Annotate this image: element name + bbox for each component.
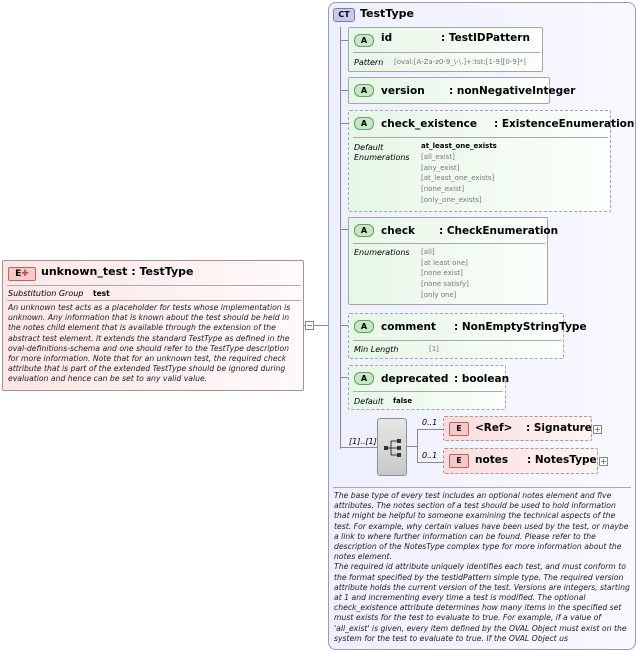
attribute-name: comment bbox=[381, 321, 436, 333]
child-badge: E bbox=[449, 422, 469, 436]
documentation-paragraph: The required id attribute uniquely ident… bbox=[334, 562, 630, 643]
branch-line bbox=[340, 40, 348, 41]
attribute-badge: A bbox=[354, 224, 374, 237]
attribute-badge: A bbox=[354, 84, 374, 97]
divider bbox=[353, 391, 503, 392]
complex-type-badge: CT bbox=[333, 8, 355, 22]
collapse-toggle[interactable]: − bbox=[305, 321, 314, 330]
branch-line bbox=[340, 229, 348, 230]
enumeration-item: [only one] bbox=[421, 290, 457, 299]
complex-type-testtype[interactable]: CT TestType A id : TestIDPattern Pattern… bbox=[328, 2, 636, 650]
connector-line bbox=[304, 325, 330, 326]
attribute-check-existence[interactable]: A check_existence : ExistenceEnumeration… bbox=[348, 110, 634, 212]
branch-line bbox=[340, 90, 348, 91]
attribute-type: : ExistenceEnumeration bbox=[494, 118, 635, 130]
connector-line bbox=[417, 429, 418, 463]
child-badge: E bbox=[449, 454, 469, 468]
tree-line bbox=[340, 27, 341, 449]
attribute-type: : nonNegativeInteger bbox=[449, 85, 576, 97]
enumeration-item: [only_one_exists] bbox=[421, 195, 482, 204]
default-label: Default bbox=[354, 397, 384, 406]
enumeration-item: [at least one] bbox=[421, 258, 468, 267]
element-documentation: An unknown test acts as a placeholder fo… bbox=[8, 303, 291, 384]
attribute-id[interactable]: A id : TestIDPattern Pattern [oval:[A-Za… bbox=[348, 27, 543, 72]
attribute-type: : boolean bbox=[454, 373, 510, 385]
element-badge: E✚ bbox=[8, 267, 36, 281]
child-name: <Ref> bbox=[475, 422, 513, 434]
attribute-type: : NonEmptyStringType bbox=[454, 321, 587, 333]
divider bbox=[353, 137, 608, 138]
child-type: : NotesType bbox=[527, 454, 597, 466]
complex-type-title: TestType bbox=[360, 7, 415, 20]
enumeration-item: [none_exist] bbox=[421, 185, 465, 194]
attribute-badge: A bbox=[354, 372, 374, 385]
attribute-comment[interactable]: A comment : NonEmptyStringType Min Lengt… bbox=[348, 313, 587, 359]
complex-type-documentation: The base type of every test includes an … bbox=[334, 491, 632, 647]
attribute-name: id bbox=[381, 32, 393, 44]
attribute-type: : TestIDPattern bbox=[441, 32, 530, 44]
child-type: : Signature bbox=[526, 422, 592, 434]
attribute-check[interactable]: A check : CheckEnumeration Enumerations … bbox=[348, 217, 558, 305]
child-element-signature[interactable]: E <Ref> : Signature bbox=[443, 416, 592, 441]
divider bbox=[353, 52, 540, 53]
sequence-icon bbox=[384, 439, 401, 457]
child-name: notes bbox=[475, 454, 509, 466]
attribute-name: check bbox=[381, 225, 416, 237]
sequence-compositor[interactable] bbox=[377, 418, 407, 476]
expand-toggle[interactable]: + bbox=[599, 457, 608, 466]
default-value: false bbox=[393, 397, 413, 405]
attribute-deprecated[interactable]: A deprecated : boolean Default false bbox=[348, 365, 510, 410]
divider bbox=[353, 243, 545, 244]
default-value: at_least_one_exists bbox=[421, 142, 497, 150]
documentation-paragraph: The base type of every test includes an … bbox=[334, 491, 629, 562]
sequence-cardinality: [1]..[1] bbox=[349, 437, 377, 446]
child-cardinality: 0..1 bbox=[422, 418, 438, 427]
attribute-version[interactable]: A version : nonNegativeInteger bbox=[348, 77, 575, 104]
connector-line bbox=[417, 429, 443, 430]
enumerations-list: [all] [at least one] [none exist] [none … bbox=[421, 247, 469, 301]
element-title: unknown_test : TestType bbox=[41, 265, 194, 278]
branch-line bbox=[340, 123, 348, 124]
attribute-badge: A bbox=[354, 34, 374, 47]
attribute-badge: A bbox=[354, 320, 374, 333]
enumeration-item: [all] bbox=[421, 248, 435, 256]
enumeration-item: [none exist] bbox=[421, 269, 463, 278]
branch-line bbox=[340, 325, 348, 326]
enumeration-item: [all_exist] bbox=[421, 153, 455, 161]
min-length-label: Min Length bbox=[354, 345, 399, 354]
substitution-group-label: Substitution Group bbox=[8, 289, 84, 298]
child-cardinality: 0..1 bbox=[422, 451, 438, 460]
divider bbox=[7, 285, 301, 286]
enumerations-label: Enumerations bbox=[354, 248, 410, 257]
substitution-group-value: test bbox=[93, 289, 110, 298]
expand-toggle[interactable]: + bbox=[593, 425, 602, 434]
attribute-badge: A bbox=[354, 117, 374, 130]
child-element-notes[interactable]: E notes : NotesType bbox=[443, 448, 598, 474]
branch-line bbox=[340, 447, 378, 448]
enumeration-item: [none satisfy] bbox=[421, 280, 469, 289]
enumerations-list: [all_exist] [any_exist] [at_least_one_ex… bbox=[421, 152, 494, 206]
attribute-name: deprecated bbox=[381, 373, 449, 385]
element-unknown-test[interactable]: E✚ unknown_test : TestType Substitution … bbox=[2, 260, 304, 391]
attribute-name: check_existence bbox=[381, 118, 477, 130]
attribute-type: : CheckEnumeration bbox=[439, 225, 559, 237]
divider bbox=[7, 300, 301, 301]
connector-line bbox=[407, 446, 417, 447]
connector-line bbox=[417, 462, 443, 463]
default-label: Default bbox=[354, 143, 384, 152]
enumeration-item: [at_least_one_exists] bbox=[421, 174, 495, 183]
enumerations-label: Enumerations bbox=[354, 153, 410, 162]
min-length-value: [1] bbox=[429, 345, 439, 353]
attribute-name: version bbox=[381, 85, 425, 97]
branch-line bbox=[340, 377, 348, 378]
pattern-value: [oval:[A-Za-z0-9_\-\.]+:tst:[1-9][0-9]*] bbox=[394, 58, 526, 66]
divider bbox=[353, 340, 561, 341]
divider bbox=[333, 487, 631, 488]
pattern-label: Pattern bbox=[354, 58, 384, 67]
enumeration-item: [any_exist] bbox=[421, 163, 460, 172]
